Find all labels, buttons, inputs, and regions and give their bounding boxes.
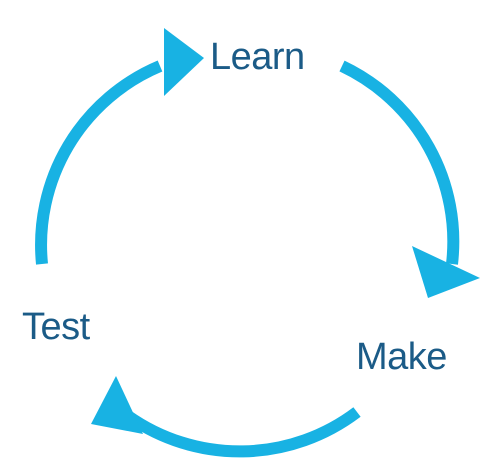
arc-learn-to-make (339, 60, 460, 265)
arc-test-to-learn (35, 60, 163, 265)
arrowhead-learn-to-make (412, 246, 480, 298)
node-label-learn: Learn (210, 36, 305, 78)
node-label-test: Test (22, 306, 90, 348)
arc-make-to-test (124, 407, 361, 458)
node-label-make: Make (356, 336, 447, 378)
arrowhead-make-to-test (91, 376, 143, 434)
arrowhead-test-to-learn (164, 28, 204, 96)
